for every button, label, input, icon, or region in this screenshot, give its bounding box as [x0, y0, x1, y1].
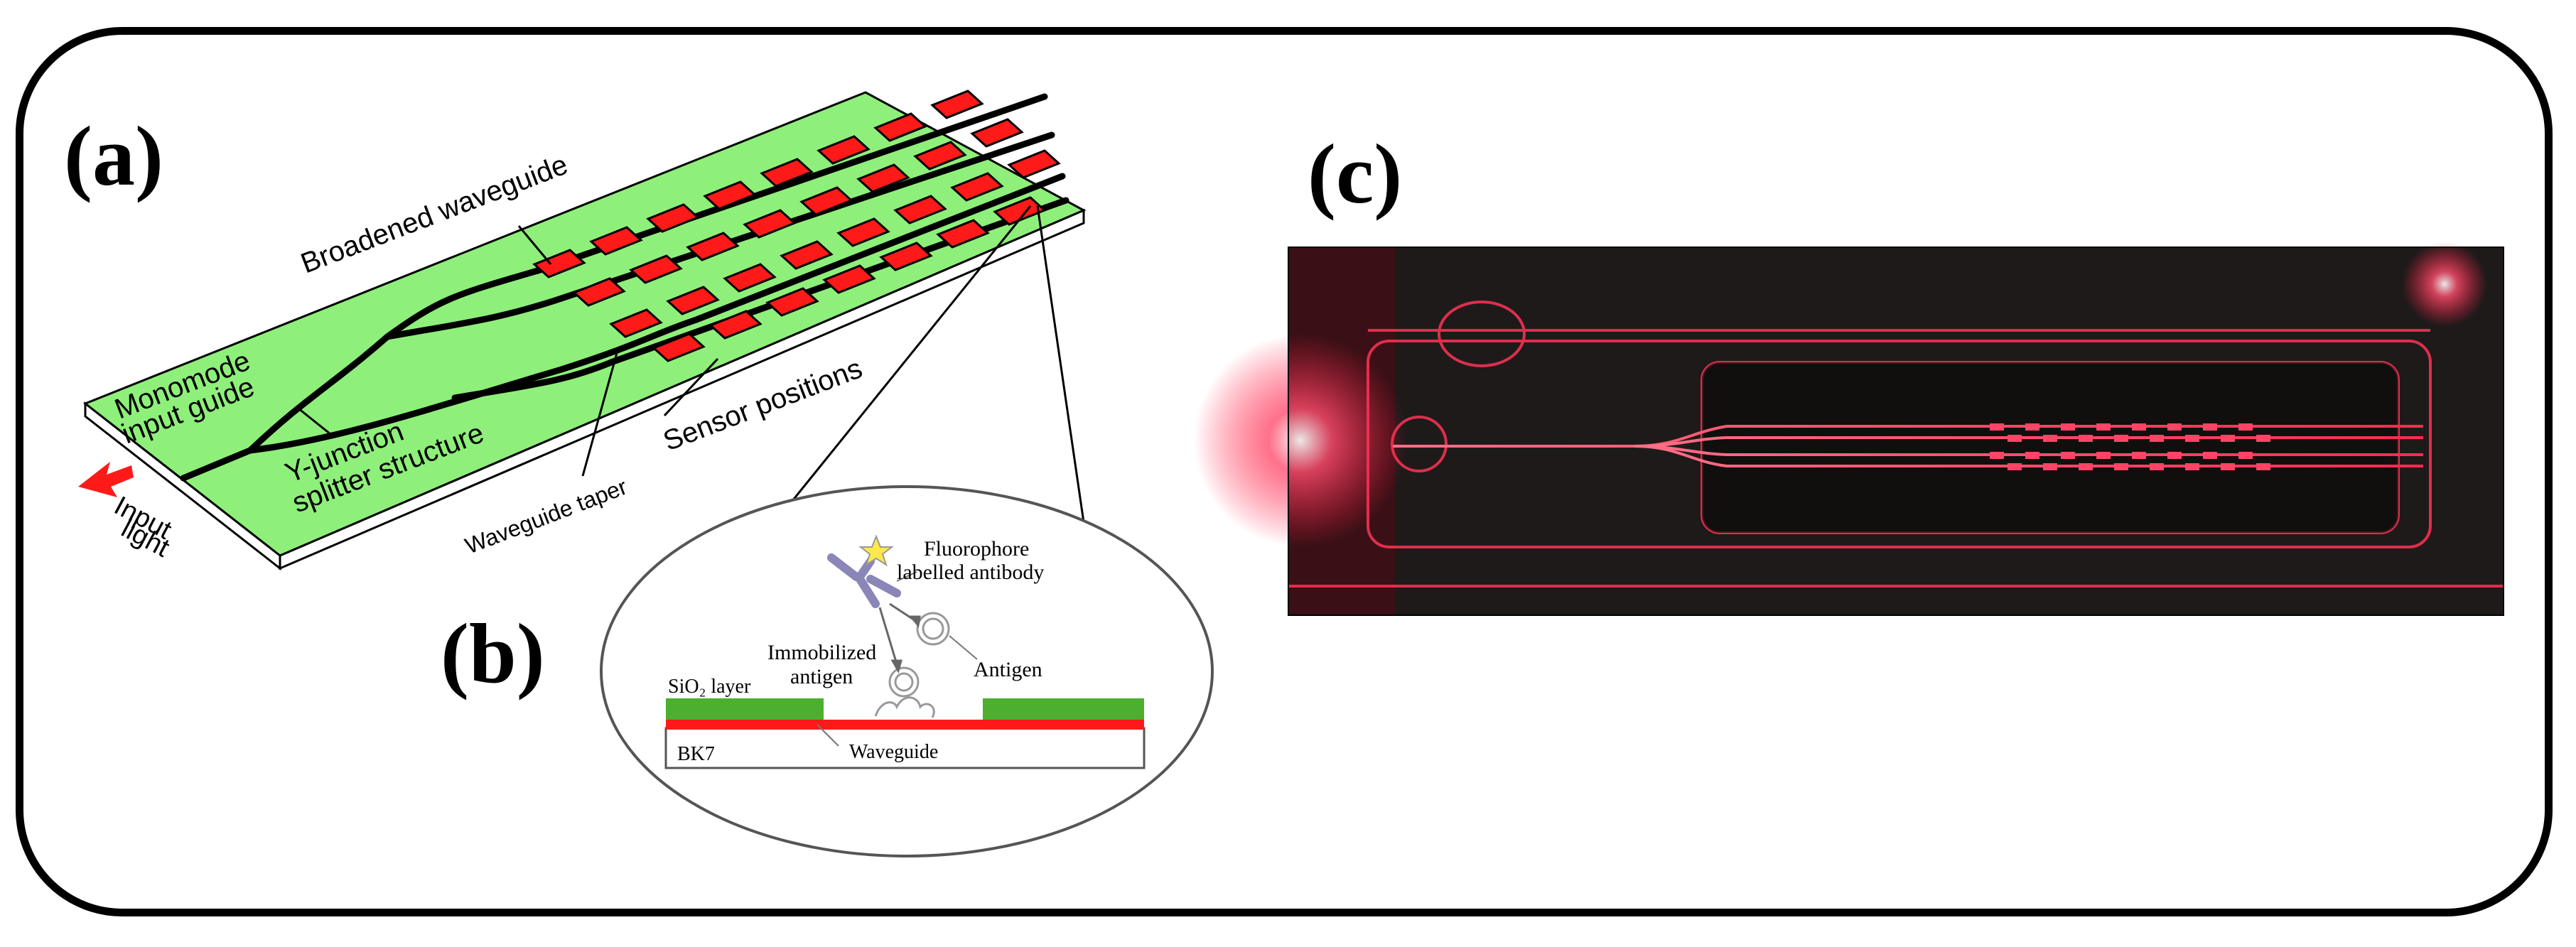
- sensor-pad: [765, 287, 819, 317]
- label-immobilized-1: Immobilized: [767, 641, 876, 664]
- laser-beam-paths: [1393, 425, 2423, 467]
- binding-arrows: [878, 602, 921, 673]
- label-waveguide: Waveguide: [849, 741, 938, 763]
- label-sio2-layer: SiO₂ layer: [668, 676, 751, 698]
- fluorophore-star-icon: [858, 534, 894, 567]
- biosensing-inset: Fluorophore labelled antibody Immobilize…: [600, 485, 1214, 857]
- label-fluorophore-2: labelled antibody: [897, 561, 1044, 584]
- chip-inner-window: [1702, 362, 2398, 533]
- sensor-pad: [703, 180, 757, 210]
- sensor-pad: [930, 90, 984, 119]
- laser-glow-left: [1194, 334, 1407, 547]
- sensor-pad: [760, 158, 814, 188]
- sensor-pad: [572, 277, 626, 307]
- sensor-pad: [743, 209, 797, 239]
- sensor-pad: [646, 203, 700, 233]
- antigen-icon: [916, 612, 950, 646]
- sensor-pad: [629, 254, 683, 284]
- y-junction-upper: [247, 333, 391, 454]
- label-bk7: BK7: [677, 743, 715, 765]
- inset-ellipse: [600, 485, 1214, 857]
- label-fluorophore-1: Fluorophore: [924, 537, 1029, 561]
- sensor-pad: [799, 186, 853, 216]
- sensor-pad: [686, 232, 740, 261]
- sensor-pad: [913, 141, 967, 171]
- immobilized-antigen-icon: [874, 666, 935, 718]
- sensor-pad: [1007, 149, 1061, 179]
- sio2-left: [666, 698, 824, 720]
- sensor-pad: [723, 263, 777, 293]
- waveguide-channels: [180, 93, 1069, 482]
- sensor-pad: [856, 163, 910, 193]
- sensor-pad: [873, 112, 927, 142]
- sensor-pad: [780, 240, 834, 270]
- branch-3: [558, 173, 1066, 373]
- sensor-pad: [708, 310, 762, 340]
- sensor-pad: [589, 226, 643, 256]
- branch-2: [384, 131, 1055, 340]
- sensor-pad: [609, 308, 663, 338]
- sensor-pad: [879, 242, 933, 271]
- sensor-pad: [993, 196, 1047, 226]
- chip-photograph: [1194, 242, 2504, 616]
- sensor-pads: [532, 90, 1061, 362]
- sensor-pad: [950, 172, 1004, 202]
- sensor-pad: [532, 249, 586, 278]
- sensor-pad: [970, 118, 1024, 148]
- sensor-pad: [652, 332, 706, 362]
- sensor-pad: [822, 264, 876, 294]
- label-antigen: Antigen: [974, 658, 1042, 681]
- sensor-pad: [666, 286, 720, 315]
- photo-border: [1288, 247, 2504, 616]
- sensor-pad: [893, 195, 947, 224]
- inset-leaders: [817, 571, 978, 747]
- sensor-pad: [817, 135, 871, 165]
- panel-label-c: (c): [1308, 126, 1403, 221]
- laser-glow-right: [2402, 242, 2487, 327]
- panel-label-b: (b): [441, 606, 545, 700]
- label-immobilized-2: antigen: [790, 665, 853, 688]
- sio2-right: [983, 698, 1144, 720]
- branch-1: [384, 93, 1048, 340]
- bk7-substrate: [664, 727, 1146, 769]
- monomode-input-guide: [180, 447, 254, 482]
- label-waveguide-taper: Waveguide taper: [462, 474, 631, 559]
- panel-label-a: (a): [64, 109, 163, 203]
- photo-sensor-spots: [1990, 423, 2270, 470]
- sensor-pad: [936, 219, 990, 249]
- branch-4b: [451, 197, 1069, 401]
- input-light-arrow: [78, 462, 134, 497]
- leader-lines: [298, 205, 1085, 523]
- waveguide-layer: [666, 720, 1144, 730]
- sensor-pad: [836, 217, 890, 247]
